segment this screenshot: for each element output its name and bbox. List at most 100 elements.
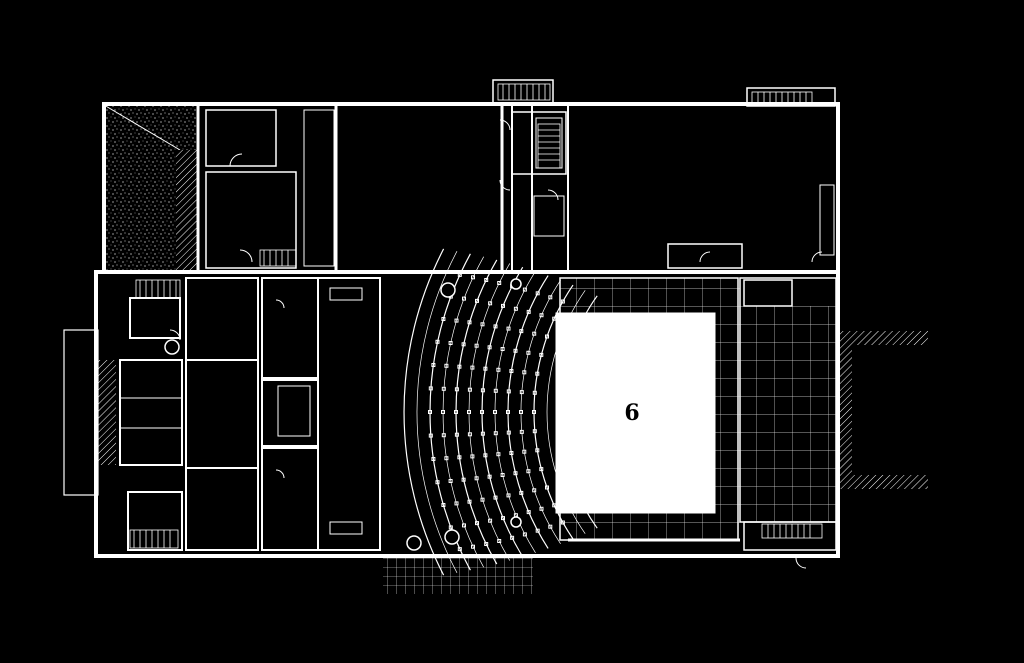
seat (428, 386, 433, 391)
seat (435, 339, 440, 344)
seat (470, 454, 475, 459)
seat (467, 320, 472, 325)
seat (483, 366, 488, 371)
seat (519, 329, 524, 334)
seat (501, 303, 505, 308)
seat (506, 430, 511, 435)
seat (441, 410, 445, 414)
seat-row (416, 251, 458, 573)
seat (441, 317, 446, 321)
seat (535, 371, 540, 376)
seat (493, 388, 498, 393)
seat (461, 342, 466, 347)
seat (484, 278, 489, 282)
seat (522, 449, 527, 454)
seat (522, 287, 527, 292)
seat (519, 490, 524, 495)
seat (535, 528, 540, 533)
seat (428, 410, 432, 414)
seat (454, 432, 459, 437)
seat (467, 499, 472, 504)
seat (497, 281, 502, 285)
stairs (129, 83, 823, 549)
seat (493, 431, 498, 436)
seat (501, 516, 505, 521)
seat (467, 410, 471, 414)
seat (431, 457, 436, 461)
seat (457, 547, 462, 552)
seat (532, 488, 537, 493)
seat (480, 388, 485, 393)
seat (506, 493, 511, 498)
seat (526, 469, 531, 474)
seat (441, 503, 446, 507)
seat (500, 473, 505, 477)
seat (431, 363, 436, 367)
seat (493, 410, 497, 414)
seat (475, 298, 479, 303)
seat (522, 532, 527, 537)
seat-row (468, 263, 511, 561)
seat (510, 535, 515, 540)
seat (471, 275, 475, 280)
seat (441, 386, 446, 391)
seat (513, 471, 518, 476)
seat (526, 510, 531, 515)
seat (487, 345, 492, 350)
seat (497, 539, 502, 543)
seat (548, 295, 553, 300)
seat (526, 309, 531, 314)
seat (513, 306, 518, 311)
seat (441, 433, 446, 438)
stage-floor (555, 312, 716, 514)
seat (539, 313, 544, 318)
seat-row (429, 253, 471, 571)
seat (548, 524, 553, 529)
seat (519, 429, 524, 434)
seat-row (442, 256, 485, 568)
seat (457, 455, 462, 460)
seat (448, 525, 453, 530)
seat (532, 390, 537, 395)
seat (545, 334, 549, 339)
seat (519, 410, 523, 414)
room-number-label: 6 (624, 400, 639, 426)
seat (506, 389, 511, 394)
seat (535, 448, 540, 453)
seat (467, 432, 472, 437)
seat (470, 365, 475, 370)
seat (535, 291, 540, 296)
seat (471, 544, 475, 549)
seat (496, 367, 501, 372)
seat (519, 390, 524, 395)
seat (474, 343, 479, 348)
seat (435, 480, 440, 485)
seat-row (455, 259, 498, 565)
seat (493, 324, 498, 329)
seat (474, 476, 479, 481)
seat (526, 350, 531, 355)
exterior-hatching (98, 104, 928, 594)
columns (164, 278, 522, 551)
seat (480, 497, 485, 502)
outer-walls (63, 79, 840, 558)
seat (488, 518, 493, 523)
seat (462, 296, 466, 301)
seat (457, 364, 462, 369)
seat (454, 387, 459, 392)
seat (480, 431, 485, 436)
seat (539, 467, 544, 472)
seat (509, 451, 514, 455)
seat (496, 452, 501, 457)
seat (500, 347, 505, 351)
seat (513, 348, 518, 353)
seat (454, 318, 459, 323)
seat (475, 521, 479, 526)
seat (506, 410, 510, 414)
seat (444, 363, 449, 368)
door-swings (169, 119, 823, 569)
seat (461, 477, 466, 482)
seat (532, 429, 537, 434)
seat (448, 479, 453, 483)
